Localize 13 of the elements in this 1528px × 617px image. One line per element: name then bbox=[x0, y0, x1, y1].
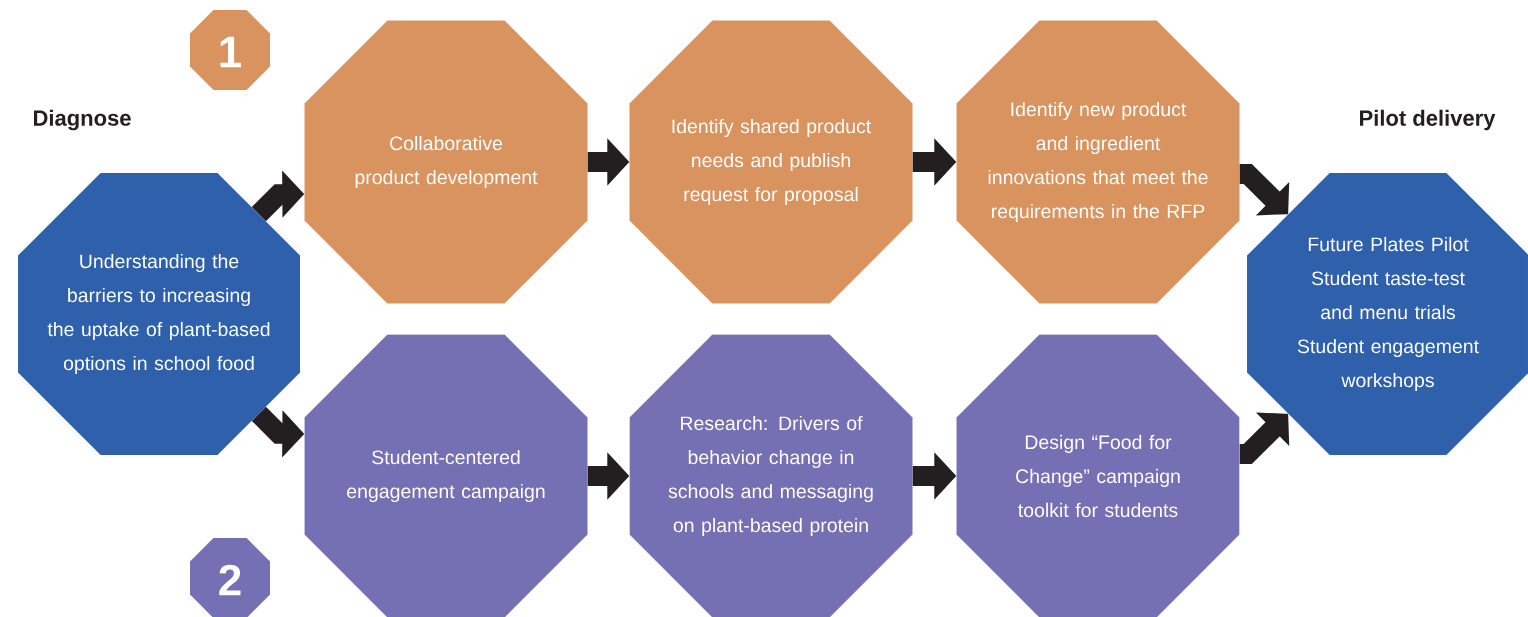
number-badge: 1 bbox=[190, 10, 270, 90]
step-octagon: Identify shared product needs and publish request for proposal bbox=[629, 20, 913, 304]
step-octagon: Understanding the barriers to increasing the uptake of plant-based options in school food bbox=[18, 173, 300, 455]
stage-heading: Diagnose bbox=[34, 109, 131, 131]
step-octagon: Identify new product and ingredient innovations that meet the requirements in the RFP bbox=[956, 20, 1240, 304]
step-octagon: Collaborative product development bbox=[304, 20, 588, 304]
number-badge: 2 bbox=[190, 538, 270, 617]
arrow bbox=[1237, 164, 1290, 216]
stage-heading: Pilot delivery bbox=[1360, 109, 1496, 131]
step-octagon: Research: Drivers of behavior change in schools and messaging on plant-based protein bbox=[629, 334, 913, 617]
step-octagon: Design “Food for Change” campaign toolkit for students bbox=[956, 334, 1240, 617]
step-octagon: Future Plates Pilot Student taste-test and menu trials Student engagement workshops bbox=[1247, 173, 1528, 455]
step-octagon: Student-centered engagement campaign bbox=[304, 334, 588, 617]
